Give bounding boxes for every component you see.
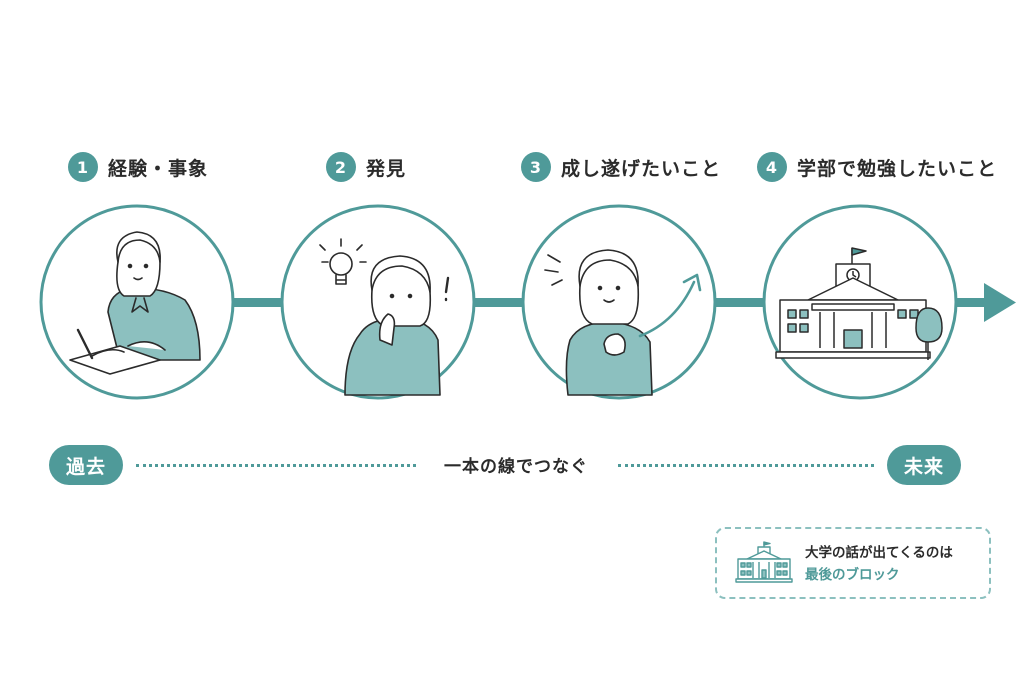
step-4-number: 4 — [757, 152, 787, 182]
step-1-label: 1 経験・事象 — [68, 152, 208, 182]
step-1-title: 経験・事象 — [108, 157, 209, 180]
student-writing-icon — [69, 231, 201, 375]
step-2-title: 発見 — [366, 157, 407, 180]
timeline-diagram — [39, 204, 1016, 400]
step-3-title: 成し遂げたいこと — [561, 157, 722, 180]
connector-line — [232, 298, 989, 307]
step-4-label: 4 学部で勉強したいこと — [757, 152, 997, 182]
note-box: 大学の話が出てくるのは 最後のブロック — [715, 527, 991, 599]
step-3-label: 3 成し遂げたいこと — [521, 152, 721, 182]
university-building-icon — [775, 247, 943, 360]
past-pill: 過去 — [49, 445, 123, 485]
connector-caption: 一本の線でつなぐ — [444, 457, 588, 477]
step-2-label: 2 発見 — [326, 152, 406, 182]
arrow-head-icon — [984, 283, 1016, 322]
step-3-number: 3 — [521, 152, 551, 182]
dotted-line-left — [136, 464, 416, 467]
note-line-1: 大学の話が出てくるのは — [805, 545, 953, 561]
note-line-2: 最後のブロック — [805, 567, 900, 583]
dotted-line-right — [618, 464, 874, 467]
future-pill: 未来 — [887, 445, 961, 485]
step-2-number: 2 — [326, 152, 356, 182]
note-text: 大学の話が出てくるのは 最後のブロック — [805, 542, 953, 586]
determination-icon — [544, 249, 702, 396]
step-1-number: 1 — [68, 152, 98, 182]
discovery-idea-icon — [319, 238, 450, 396]
step-4-title: 学部で勉強したいこと — [797, 157, 998, 180]
university-small-icon — [735, 541, 793, 583]
